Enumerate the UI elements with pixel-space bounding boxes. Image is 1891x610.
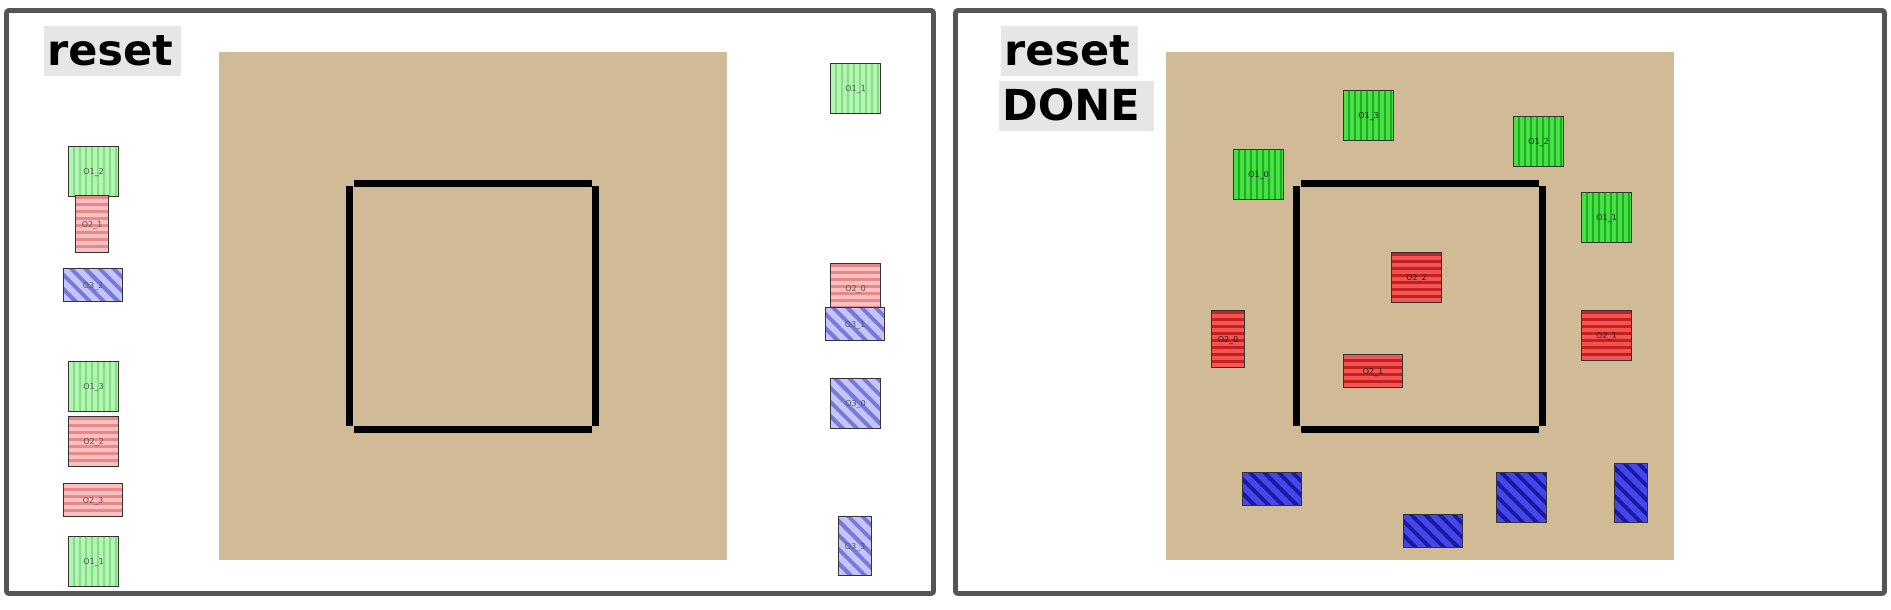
reset-button[interactable]: reset [44,26,181,76]
red-piece[interactable]: O2_0 [1211,310,1245,368]
wall-right [592,186,599,426]
play-board [219,52,727,560]
right-panel: reset DONE O1_3 O1_2 O1_0 O1_1 O2_2 O2_0… [953,8,1887,596]
red-piece[interactable]: O2_2 [68,416,119,467]
wall-top [354,180,592,187]
blue-piece[interactable]: O3_3 [838,516,872,576]
red-piece[interactable]: O2_3 [63,483,123,517]
wall-left [346,186,353,426]
done-button[interactable]: DONE [999,81,1154,131]
green-piece[interactable]: O1_1 [1581,192,1632,243]
red-piece[interactable]: O2_1 [1581,310,1632,361]
green-piece[interactable]: O1_2 [68,146,119,197]
red-piece[interactable]: O2_1 [75,195,109,253]
red-piece[interactable]: O2_1 [1343,354,1403,388]
blue-piece[interactable]: O3_1 [825,307,885,341]
red-piece[interactable]: O2_0 [830,263,881,314]
green-piece[interactable]: O1_3 [1343,90,1394,141]
left-panel: reset O1_2 O2_1 O3_2 O1_3 O2_2 O2_3 O1_1… [4,8,936,596]
reset-button[interactable]: reset [1001,26,1138,76]
wall-left [1293,186,1300,426]
blue-piece[interactable]: O3_2 [63,268,123,302]
red-piece[interactable]: O2_2 [1391,252,1442,303]
blue-piece[interactable] [1403,514,1463,548]
green-piece[interactable]: O1_1 [830,63,881,114]
blue-piece[interactable]: O3_0 [830,378,881,429]
blue-piece[interactable] [1614,463,1648,523]
green-piece[interactable]: O1_2 [1513,116,1564,167]
blue-piece[interactable] [1242,472,1302,506]
wall-right [1539,186,1546,426]
green-piece[interactable]: O1_0 [1233,149,1284,200]
wall-top [1301,180,1539,187]
blue-piece[interactable] [1496,472,1547,523]
green-piece[interactable]: O1_3 [68,361,119,412]
wall-bottom [354,426,592,433]
green-piece[interactable]: O1_1 [68,536,119,587]
wall-bottom [1301,426,1539,433]
